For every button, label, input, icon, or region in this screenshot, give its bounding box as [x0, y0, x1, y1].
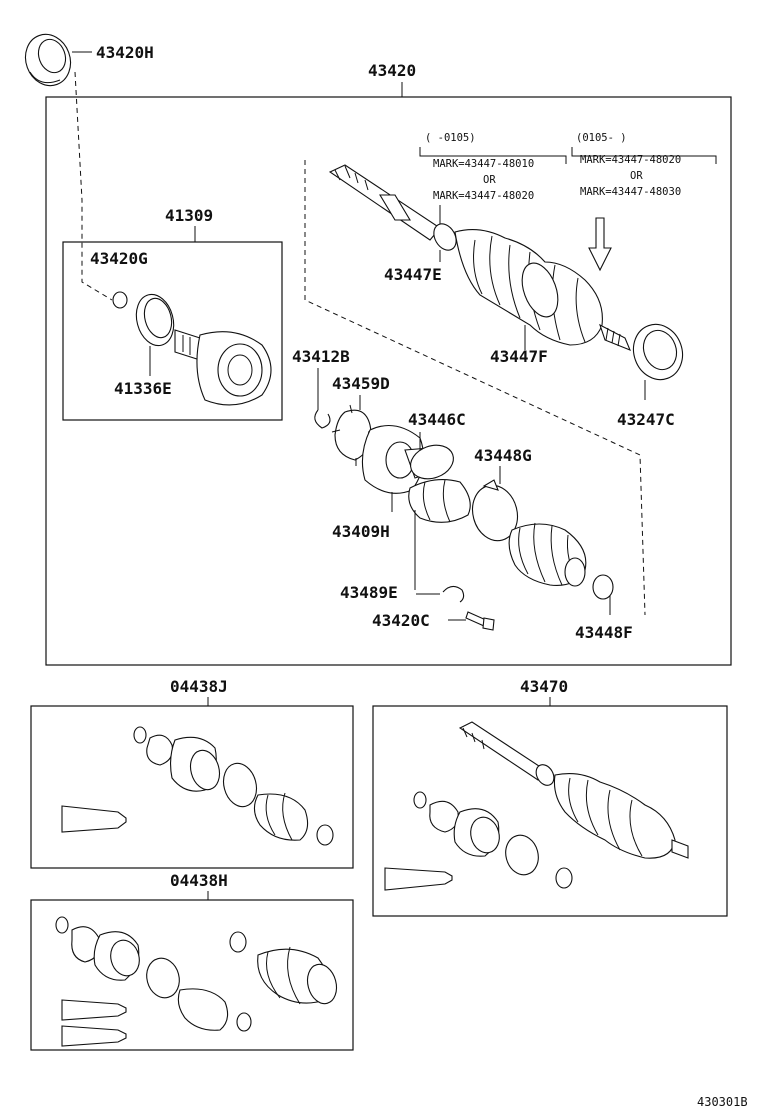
part-43447F-outer-boot[interactable] [454, 229, 603, 346]
label-43448F: 43448F [575, 623, 633, 642]
label-43459D: 43459D [332, 374, 390, 393]
part-04438H-kit-parts[interactable] [55, 916, 341, 1047]
note-right-line1: MARK=43447-48020 [580, 154, 681, 166]
part-outer-shaft-end[interactable] [599, 323, 632, 351]
label-43447F: 43447F [490, 347, 548, 366]
label-43420G: 43420G [90, 249, 148, 268]
part-43470-assembly-parts[interactable] [384, 721, 689, 891]
label-43446C: 43446C [408, 410, 466, 429]
part-43412B-snap-ring[interactable] [314, 409, 331, 429]
assembly-41309-frame [62, 241, 283, 421]
part-41336E-boot-band[interactable] [131, 290, 179, 350]
part-43447E-boot-clamp[interactable] [429, 220, 460, 254]
part-43489E-snap-ring[interactable] [442, 585, 465, 603]
part-43420C-bolt[interactable] [465, 611, 495, 631]
part-43448G-boot-clamp[interactable] [467, 479, 524, 546]
part-43247C-seal[interactable] [626, 317, 690, 386]
label-43470: 43470 [520, 677, 568, 696]
note-right-line2: OR [630, 170, 643, 182]
part-43420G-snap-ring[interactable] [112, 291, 128, 309]
note-left-range: ( -0105) [425, 132, 476, 144]
part-43446C-inner-joint[interactable] [361, 424, 458, 494]
label-04438J: 04438J [170, 677, 228, 696]
note-left-line1: MARK=43447-48010 [433, 158, 534, 170]
figure-reference-number: 430301B [697, 1095, 748, 1109]
assembly-43420-frame [45, 96, 732, 666]
label-04438H: 04438H [170, 871, 228, 890]
label-43409H: 43409H [332, 522, 390, 541]
label-43489E: 43489E [340, 583, 398, 602]
note-right-line3: MARK=43447-48030 [580, 186, 681, 198]
label-43448G: 43448G [474, 446, 532, 465]
part-04438J-kit-parts[interactable] [61, 726, 334, 846]
part-inner-boot-small[interactable] [408, 479, 471, 523]
assembly-43470-frame [372, 705, 728, 917]
note-left-line3: MARK=43447-48020 [433, 190, 534, 202]
part-41309-outer-joint[interactable] [174, 329, 272, 406]
kit-04438H-frame [30, 899, 354, 1051]
label-43420H: 43420H [96, 43, 154, 62]
part-43459D-spider[interactable] [331, 404, 376, 466]
arrow-down-icon [588, 217, 612, 272]
label-43420: 43420 [368, 61, 416, 80]
label-43420C: 43420C [372, 611, 430, 630]
note-left-line2: OR [483, 174, 496, 186]
part-drive-shaft[interactable] [328, 164, 441, 241]
part-inner-boot-large[interactable] [508, 522, 587, 587]
label-43447E: 43447E [384, 265, 442, 284]
note-right-range: (0105- ) [576, 132, 627, 144]
label-43247C: 43247C [617, 410, 675, 429]
part-43448F-boot-clamp[interactable] [592, 574, 614, 600]
part-43420H-seal[interactable] [18, 28, 77, 92]
kit-04438J-frame [30, 705, 354, 869]
label-41336E: 41336E [114, 379, 172, 398]
label-43412B: 43412B [292, 347, 350, 366]
label-41309: 41309 [165, 206, 213, 225]
